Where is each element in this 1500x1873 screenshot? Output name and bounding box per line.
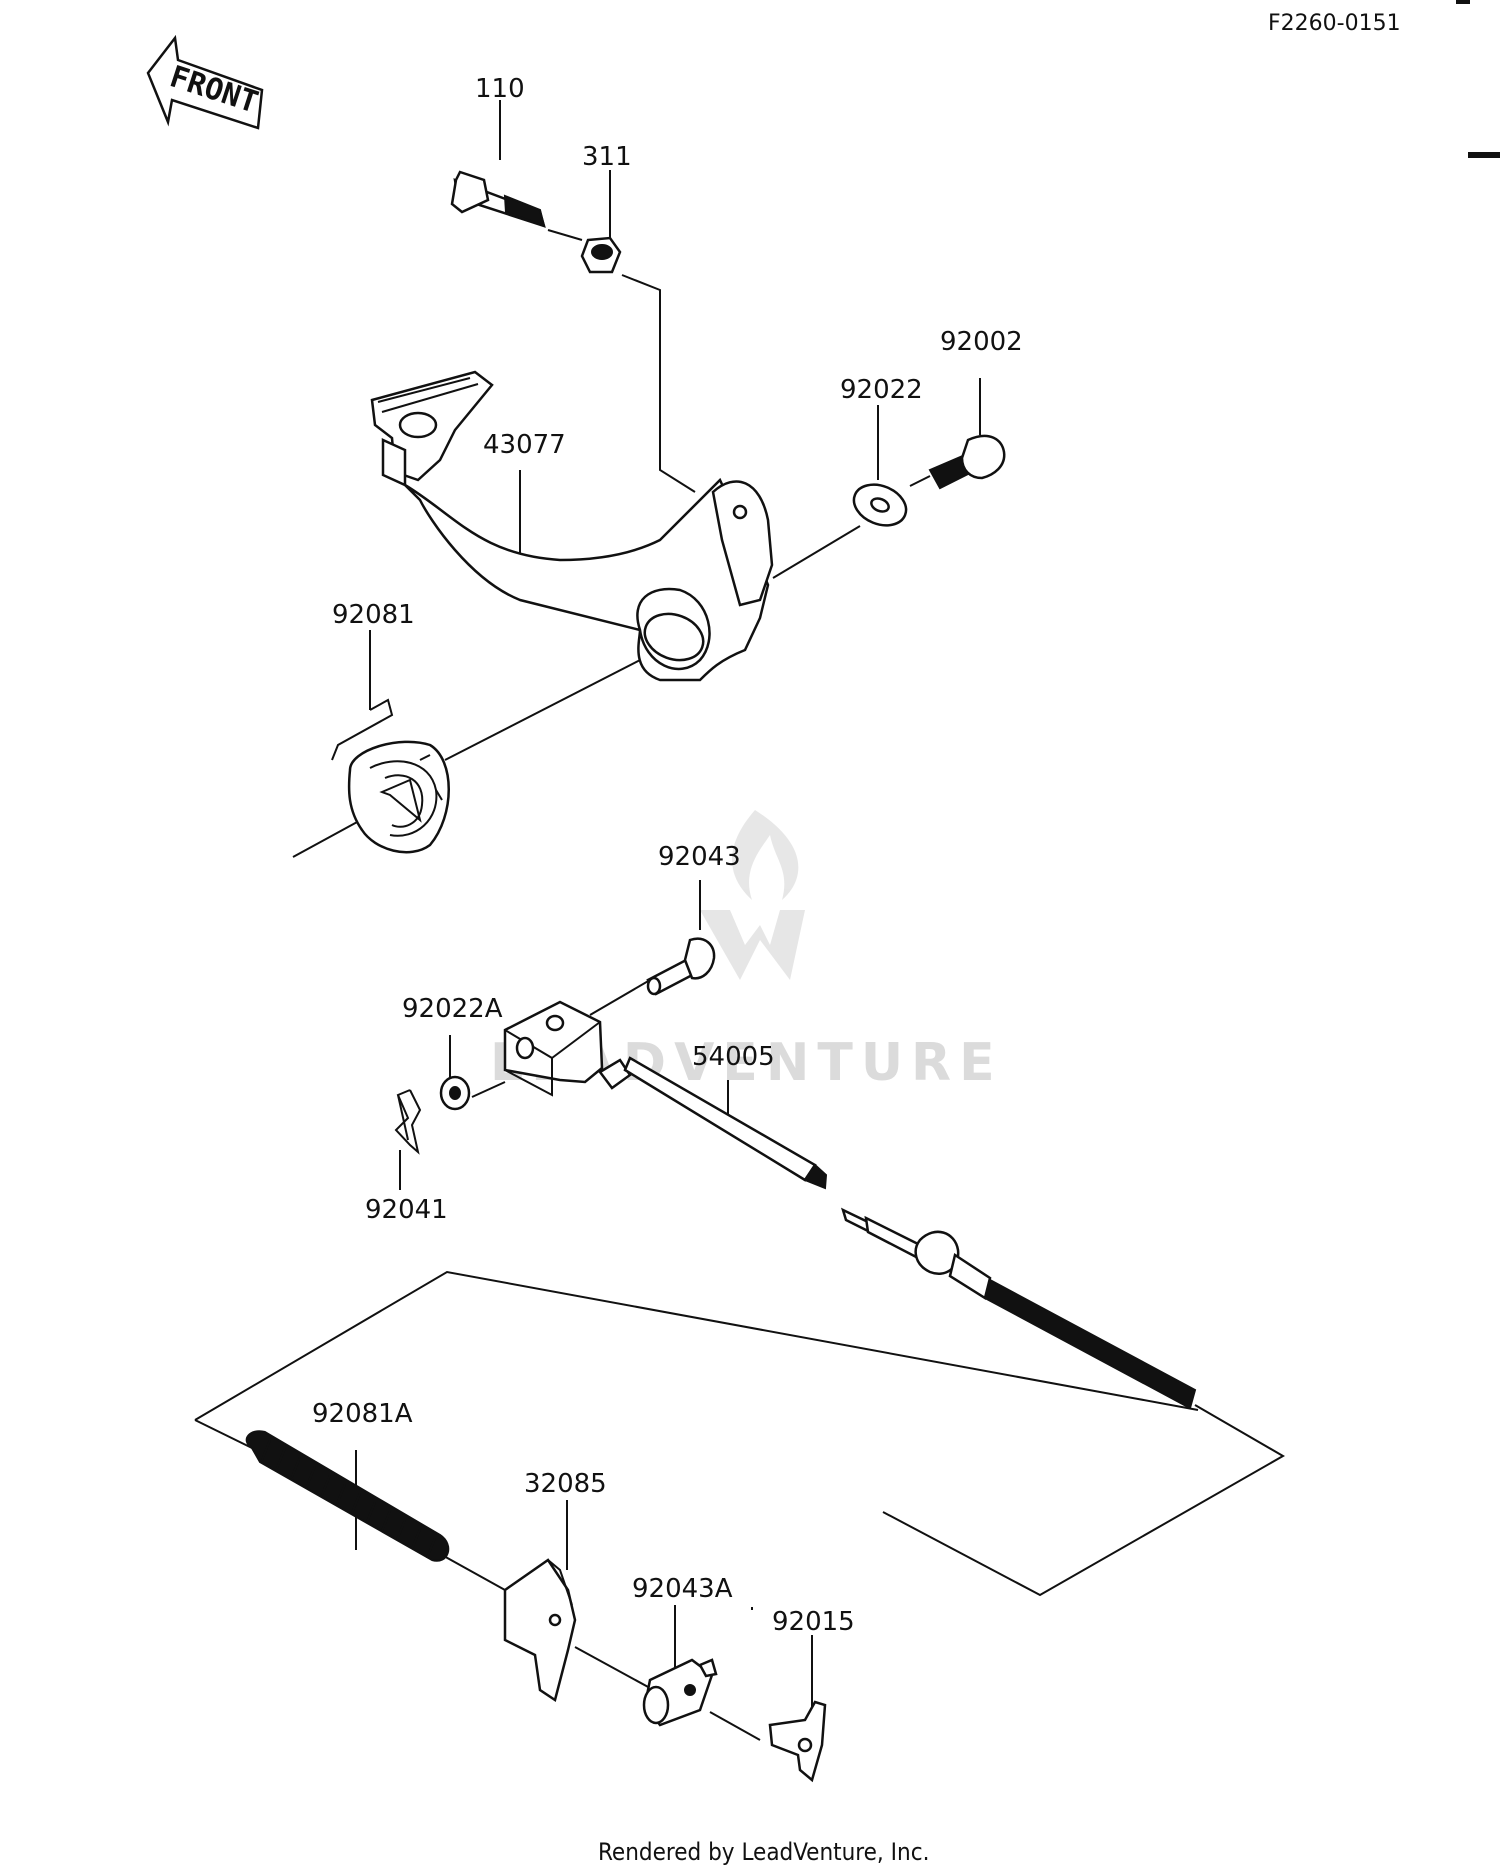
part-label-92043A: 92043A — [632, 1574, 733, 1604]
part-labels: 110 311 43077 92022 92002 92081 92043 92… — [312, 74, 1023, 1637]
footer-credit: Rendered by LeadVenture, Inc. — [598, 1838, 929, 1866]
bolt-110-part — [450, 170, 546, 228]
part-label-92041: 92041 — [365, 1195, 448, 1225]
part-label-54005: 54005 — [692, 1042, 775, 1072]
part-label-92002: 92002 — [940, 327, 1023, 357]
coil-spring-92081A-part — [245, 1430, 450, 1562]
cotter-clip-92041-part — [394, 1089, 422, 1155]
bolt-92002-part — [928, 434, 1006, 490]
pivot-92043A-part — [642, 1658, 718, 1727]
part-label-92081A: 92081A — [312, 1399, 413, 1429]
edge-mark — [1468, 152, 1500, 158]
lever-32085-part — [503, 1558, 577, 1703]
part-label-92081: 92081 — [332, 600, 415, 630]
washer-92022-part — [852, 483, 908, 527]
part-label-92015: 92015 — [772, 1607, 855, 1637]
part-label-311: 311 — [582, 142, 632, 172]
part-label-110: 110 — [475, 74, 525, 104]
assembly-lines — [194, 100, 1286, 1741]
diagram-code: F2260-0151 — [1268, 11, 1401, 36]
front-arrow-icon: FRONT — [146, 34, 264, 130]
cable-54005-part — [503, 1000, 1197, 1410]
brake-pedal-43077-part — [370, 370, 774, 682]
washer-92022A-part — [439, 1075, 471, 1111]
nut-311-part — [580, 236, 622, 274]
part-label-92022: 92022 — [840, 375, 923, 405]
clevis-pin-92043-part — [646, 937, 716, 996]
corner-mark — [1456, 0, 1470, 4]
part-label-43077: 43077 — [483, 430, 566, 460]
part-label-32085: 32085 — [524, 1469, 607, 1499]
wing-nut-92015-part — [768, 1700, 827, 1783]
torsion-spring-92081-part — [331, 698, 450, 854]
part-label-92043: 92043 — [658, 842, 741, 872]
part-label-92022A: 92022A — [402, 994, 503, 1024]
